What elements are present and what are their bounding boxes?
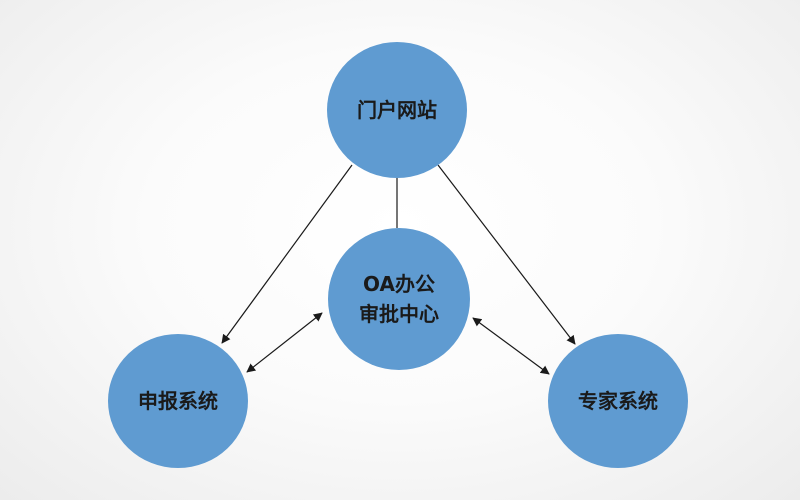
edge-portal-to-apply	[221, 164, 353, 344]
edge-oa-to-expert	[472, 317, 550, 375]
node-expert-label: 专家系统	[578, 389, 658, 413]
edge-portal-to-expert	[437, 164, 576, 345]
node-application-system: 申报系统	[108, 334, 248, 468]
node-apply-label: 申报系统	[138, 389, 218, 413]
node-portal-label: 门户网站	[357, 98, 437, 122]
node-oa-label-line2: 审批中心	[359, 302, 439, 326]
node-portal-website: 门户网站	[327, 42, 467, 178]
node-oa-label-line1: OA办公	[363, 272, 435, 296]
node-oa-text: OA办公 审批中心	[359, 269, 439, 329]
node-oa-approval-center: OA办公 审批中心	[328, 228, 470, 370]
node-expert-system: 专家系统	[548, 334, 688, 468]
edge-oa-to-apply	[246, 312, 323, 373]
